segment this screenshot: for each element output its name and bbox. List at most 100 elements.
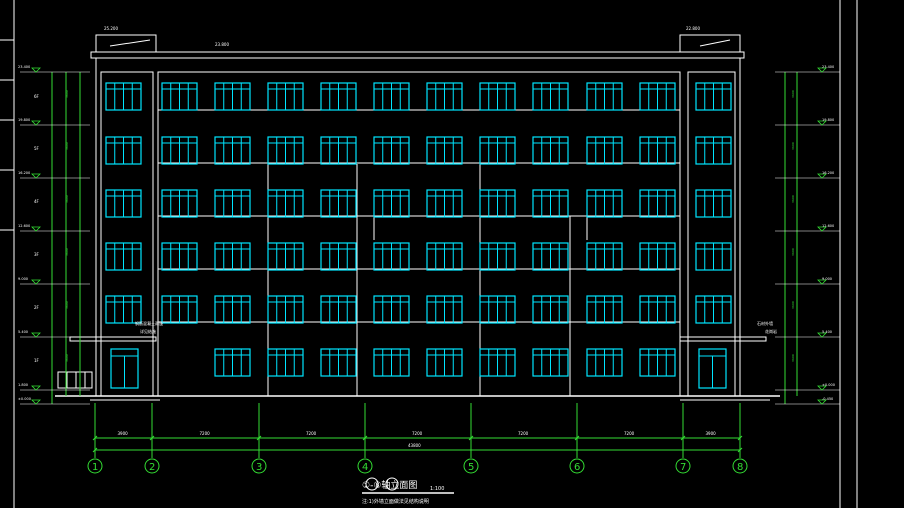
window: [695, 242, 732, 271]
window: [105, 295, 142, 324]
window: [532, 189, 569, 218]
window: [320, 82, 357, 111]
title-bubble-left: [365, 477, 379, 491]
window: [479, 136, 516, 165]
window: [639, 82, 676, 111]
window: [479, 242, 516, 271]
axis-number: 4: [362, 462, 368, 473]
level-text-left: 19.800: [18, 118, 30, 122]
window: [214, 348, 251, 377]
window: [320, 189, 357, 218]
window: [214, 82, 251, 111]
dim-tick: [680, 435, 686, 441]
canopy-right: [679, 336, 767, 342]
story-height: 3600: [65, 195, 69, 203]
axis-circle: [463, 458, 479, 474]
axis-bubble-8: 8: [732, 458, 748, 474]
stair-tower-left: [95, 34, 157, 53]
dim-tick: [737, 435, 743, 441]
annotation-detail-right: 花岗岩: [765, 328, 777, 334]
window: [373, 242, 410, 271]
story-height: 3600: [65, 142, 69, 150]
window: [426, 348, 463, 377]
level-text-left: 9.000: [18, 277, 28, 281]
drawing-subtitle: 注:1)外墙立面做法见结构说明: [362, 498, 429, 505]
level-text-right: 23.400: [822, 65, 834, 69]
roof-elev-right: 22.800: [686, 26, 700, 31]
window: [267, 82, 304, 111]
window: [639, 295, 676, 324]
axis-circle: [569, 458, 585, 474]
level-triangle: [817, 399, 827, 405]
axis-number: 2: [149, 462, 155, 473]
window: [639, 136, 676, 165]
axis-bubble-3: 3: [251, 458, 267, 474]
dim-tick: [468, 435, 474, 441]
axis-bubble-2: 2: [144, 458, 160, 474]
level-triangle: [817, 120, 827, 126]
axis-number: 8: [737, 462, 743, 473]
annotation-detail-left: 详见结施: [140, 328, 156, 334]
axis-bubble-4: 4: [357, 458, 373, 474]
dim-span: 7200: [200, 431, 211, 436]
window: [586, 242, 623, 271]
floor-label: 4F: [34, 199, 40, 204]
level-triangle: [31, 399, 41, 405]
window: [373, 82, 410, 111]
level-triangle: [31, 120, 41, 126]
story-height: 3600: [791, 301, 795, 309]
window: [695, 82, 732, 111]
axis-circle: [87, 458, 103, 474]
level-text-right: 19.800: [822, 118, 834, 122]
window: [426, 82, 463, 111]
dim-span: 7200: [518, 431, 529, 436]
dim-tick: [362, 435, 368, 441]
window: [586, 82, 623, 111]
level-text-right: 5.400: [822, 330, 832, 334]
window: [161, 295, 198, 324]
axis-number: 3: [256, 462, 262, 473]
bay-left: [100, 71, 154, 397]
story-height: 3600: [791, 142, 795, 150]
level-text-right: -0.450: [822, 397, 833, 401]
window: [214, 189, 251, 218]
window: [426, 242, 463, 271]
axis-bubble-1: 1: [87, 458, 103, 474]
dim-total: 43800: [408, 443, 421, 448]
window: [426, 136, 463, 165]
bay-right: [687, 71, 736, 397]
window: [586, 348, 623, 377]
axis-bubble-5: 5: [463, 458, 479, 474]
window: [479, 82, 516, 111]
drawing-scale: 1:100: [430, 486, 444, 492]
floor-label: 5F: [34, 146, 40, 151]
window: [373, 295, 410, 324]
axis-circle: [675, 458, 691, 474]
level-triangle: [31, 385, 41, 391]
window: [532, 348, 569, 377]
window: [695, 189, 732, 218]
window: [532, 136, 569, 165]
window: [426, 295, 463, 324]
window: [214, 242, 251, 271]
axis-circle: [144, 458, 160, 474]
floor-label: 6F: [34, 94, 40, 99]
window: [161, 136, 198, 165]
window: [267, 136, 304, 165]
axis-circle: [732, 458, 748, 474]
window: [320, 242, 357, 271]
window: [586, 295, 623, 324]
floor-label: 2F: [34, 305, 40, 310]
title-bubble-right: [385, 477, 399, 491]
axis-bubble-7: 7: [675, 458, 691, 474]
window: [373, 189, 410, 218]
story-height: 3600: [791, 195, 795, 203]
window: [586, 189, 623, 218]
level-text-left: 16.200: [18, 171, 30, 175]
floor-label: 3F: [34, 252, 40, 257]
window: [267, 348, 304, 377]
level-text-right: 12.600: [822, 224, 834, 228]
